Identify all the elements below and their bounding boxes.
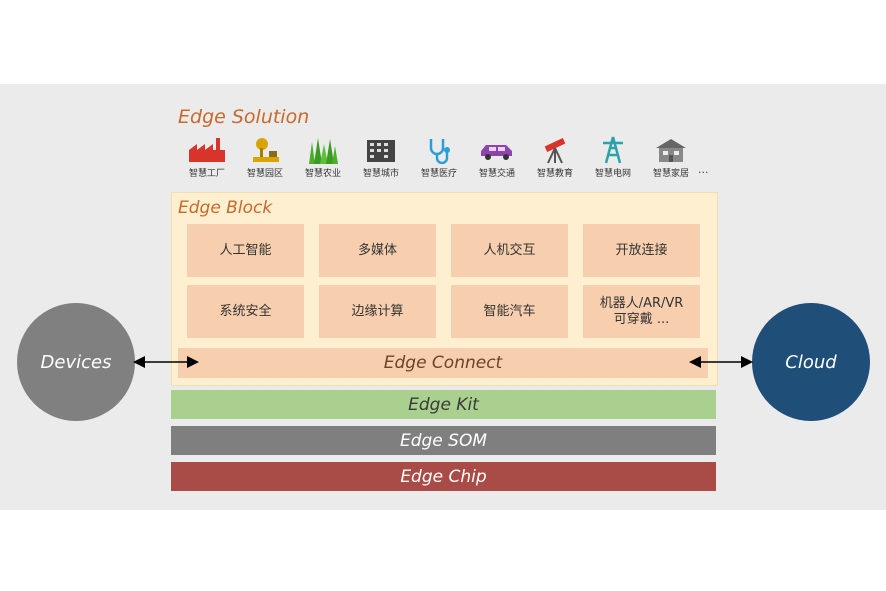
edge-connect-bar: Edge Connect bbox=[178, 348, 708, 378]
grass-icon bbox=[309, 138, 338, 164]
park-label: 智慧园区 bbox=[246, 169, 283, 179]
more-ellipsis: ··· bbox=[698, 166, 709, 179]
traffic-item: 智慧交通 bbox=[468, 136, 526, 179]
edge-kit-bar: Edge Kit bbox=[171, 390, 716, 419]
edge-block-title: Edge Block bbox=[178, 198, 273, 218]
city-item: 智慧城市 bbox=[352, 136, 410, 179]
park-item: 智慧园区 bbox=[236, 136, 294, 179]
block-cell-edge-computing: 边缘计算 bbox=[319, 285, 436, 338]
grid-item: 智慧电网 bbox=[584, 136, 642, 179]
city-label: 智慧城市 bbox=[362, 169, 399, 179]
building-icon bbox=[367, 140, 395, 162]
home-item: 智慧家居 bbox=[642, 136, 700, 179]
education-label: 智慧教育 bbox=[536, 169, 573, 179]
edge-chip-bar: Edge Chip bbox=[171, 462, 716, 491]
factory-icon bbox=[189, 138, 225, 162]
traffic-label: 智慧交通 bbox=[478, 169, 515, 179]
medical-item: 智慧医疗 bbox=[410, 136, 468, 179]
home-label: 智慧家居 bbox=[652, 169, 689, 179]
cloud-node: Cloud bbox=[752, 303, 870, 421]
edge-solution-title: Edge Solution bbox=[178, 106, 310, 128]
park-icon bbox=[253, 138, 279, 162]
block-cell-ai: 人工智能 bbox=[187, 224, 304, 277]
stethoscope-icon bbox=[429, 139, 450, 164]
factory-item: 智慧工厂 bbox=[178, 136, 236, 179]
block-cell-smart-car: 智能汽车 bbox=[451, 285, 568, 338]
telescope-icon bbox=[544, 138, 566, 164]
block-cell-multimedia: 多媒体 bbox=[319, 224, 436, 277]
edge-som-bar: Edge SOM bbox=[171, 426, 716, 455]
solution-icon-row: 智慧工厂 智慧园区 智慧农业 智慧城市 bbox=[178, 136, 718, 184]
devices-node: Devices bbox=[17, 303, 135, 421]
agriculture-item: 智慧农业 bbox=[294, 136, 352, 179]
factory-label: 智慧工厂 bbox=[188, 169, 225, 179]
power-tower-icon bbox=[603, 136, 623, 164]
education-item: 智慧教育 bbox=[526, 136, 584, 179]
medical-label: 智慧医疗 bbox=[420, 169, 457, 179]
block-cell-hci: 人机交互 bbox=[451, 224, 568, 277]
block-cell-open-connect: 开放连接 bbox=[583, 224, 700, 277]
car-icon bbox=[481, 145, 512, 160]
house-icon bbox=[656, 139, 686, 162]
agriculture-label: 智慧农业 bbox=[304, 169, 341, 179]
block-cell-robot-ar-vr: 机器人/AR/VR 可穿戴 ... bbox=[583, 285, 700, 338]
block-cell-security: 系统安全 bbox=[187, 285, 304, 338]
grid-label: 智慧电网 bbox=[594, 169, 631, 179]
